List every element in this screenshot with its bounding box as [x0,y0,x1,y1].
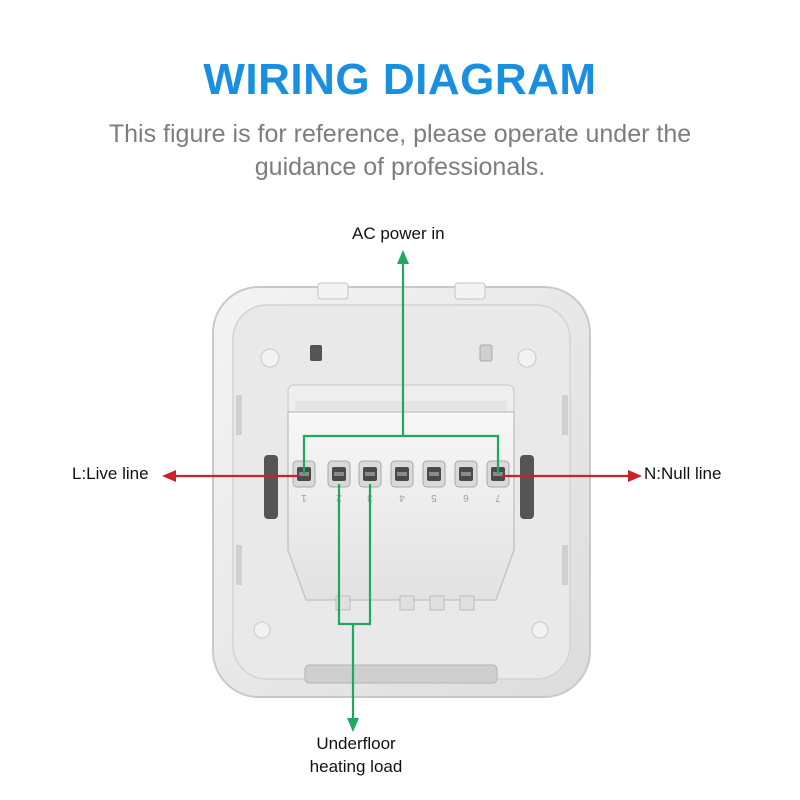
ac-power-label: AC power in [352,224,445,243]
terminal-5: 5 [422,460,446,503]
ac-power-wire-null [403,434,500,474]
null-arrow-icon [628,470,642,482]
live-arrow-icon [162,470,176,482]
load-label: Underfloor heating load [309,734,403,776]
terminal-number: 6 [463,492,469,503]
terminal-number: 7 [495,492,501,503]
page-title: WIRING DIAGRAM [203,55,597,104]
load-wire-1 [337,484,355,722]
green-wires [302,250,500,732]
terminal-number: 4 [399,492,405,503]
ac-power-arrow-icon [397,250,409,264]
ac-power-wire [302,262,405,474]
terminal-number: 1 [301,492,307,503]
terminal-4: 4 [390,460,414,503]
page-subtitle: This figure is for reference, please ope… [108,120,692,181]
live-line-label: L:Live line [72,464,149,483]
red-wires [162,470,642,482]
load-wire-2 [353,484,372,626]
terminal-block [287,384,515,611]
load-arrow-icon [347,718,359,732]
terminal-number: 5 [431,492,437,503]
null-line-label: N:Null line [644,464,722,483]
terminal-6: 6 [454,460,478,503]
